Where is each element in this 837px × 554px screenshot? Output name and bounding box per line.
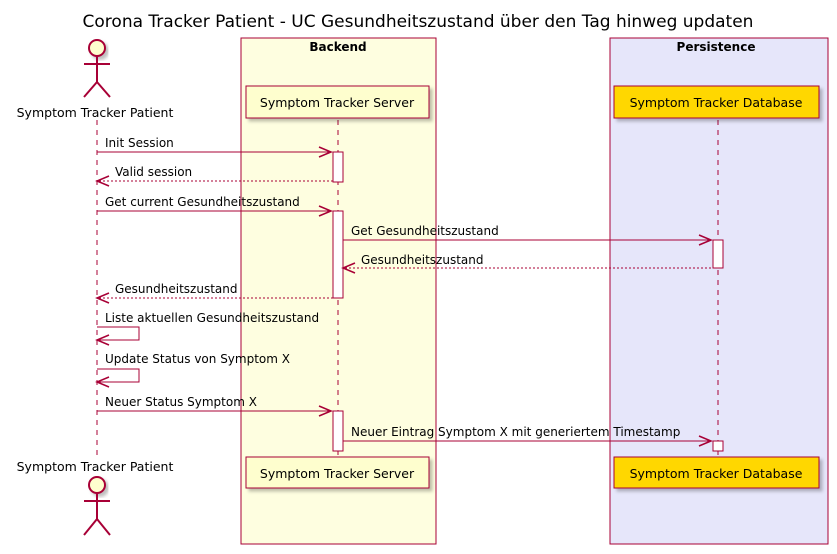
database-participant-top: Symptom Tracker Database (613, 85, 820, 119)
patient-label-bottom: Symptom Tracker Patient (17, 459, 174, 474)
message-label: Get current Gesundheitszustand (105, 195, 300, 209)
message-label: Neuer Status Symptom X (105, 395, 257, 409)
message-label: Liste aktuellen Gesundheitszustand (105, 311, 319, 325)
database-activation-bar (712, 239, 724, 269)
patient-label-top: Symptom Tracker Patient (17, 105, 174, 120)
message-get-current: Get current Gesundheitszustand (97, 195, 333, 217)
message-label: Init Session (105, 136, 174, 150)
message-init-session: Init Session (97, 136, 333, 158)
message-label: Update Status von Symptom X (105, 352, 290, 366)
message-label: Gesundheitszustand (115, 282, 237, 296)
message-return-server: Gesundheitszustand (95, 282, 333, 304)
server-participant-label: Symptom Tracker Server (260, 466, 415, 481)
diagram-title: Corona Tracker Patient - UC Gesundheitsz… (83, 12, 754, 32)
message-label: Neuer Eintrag Symptom X mit generiertem … (351, 425, 680, 439)
patient-actor-bottom (83, 476, 111, 536)
message-self-update: Update Status von Symptom X (95, 352, 290, 388)
server-participant-bottom: Symptom Tracker Server (245, 456, 430, 489)
message-valid-session: Valid session (95, 165, 333, 187)
message-neuer-status: Neuer Status Symptom X (97, 395, 333, 417)
message-self-liste: Liste aktuellen Gesundheitszustand (95, 311, 319, 346)
server-activation-bar (332, 151, 344, 183)
database-participant-bottom: Symptom Tracker Database (613, 456, 820, 489)
message-label: Get Gesundheitszustand (351, 224, 499, 238)
server-activation-bar (332, 210, 344, 299)
message-get-gesundheitszustand: Get Gesundheitszustand (343, 224, 713, 246)
message-return-db: Gesundheitszustand (341, 253, 713, 274)
server-participant-label: Symptom Tracker Server (260, 95, 415, 110)
database-activation-bar (712, 440, 724, 452)
backend-box-title: Backend (309, 40, 366, 54)
message-neuer-eintrag: Neuer Eintrag Symptom X mit generiertem … (343, 425, 713, 447)
message-label: Gesundheitszustand (361, 253, 483, 267)
persistence-box-title: Persistence (677, 40, 756, 54)
server-participant-top: Symptom Tracker Server (245, 85, 430, 119)
database-participant-label: Symptom Tracker Database (630, 95, 803, 110)
server-activation-bar (332, 410, 344, 452)
message-label: Valid session (115, 165, 192, 179)
database-participant-label: Symptom Tracker Database (630, 466, 803, 481)
patient-actor-top (83, 39, 111, 98)
